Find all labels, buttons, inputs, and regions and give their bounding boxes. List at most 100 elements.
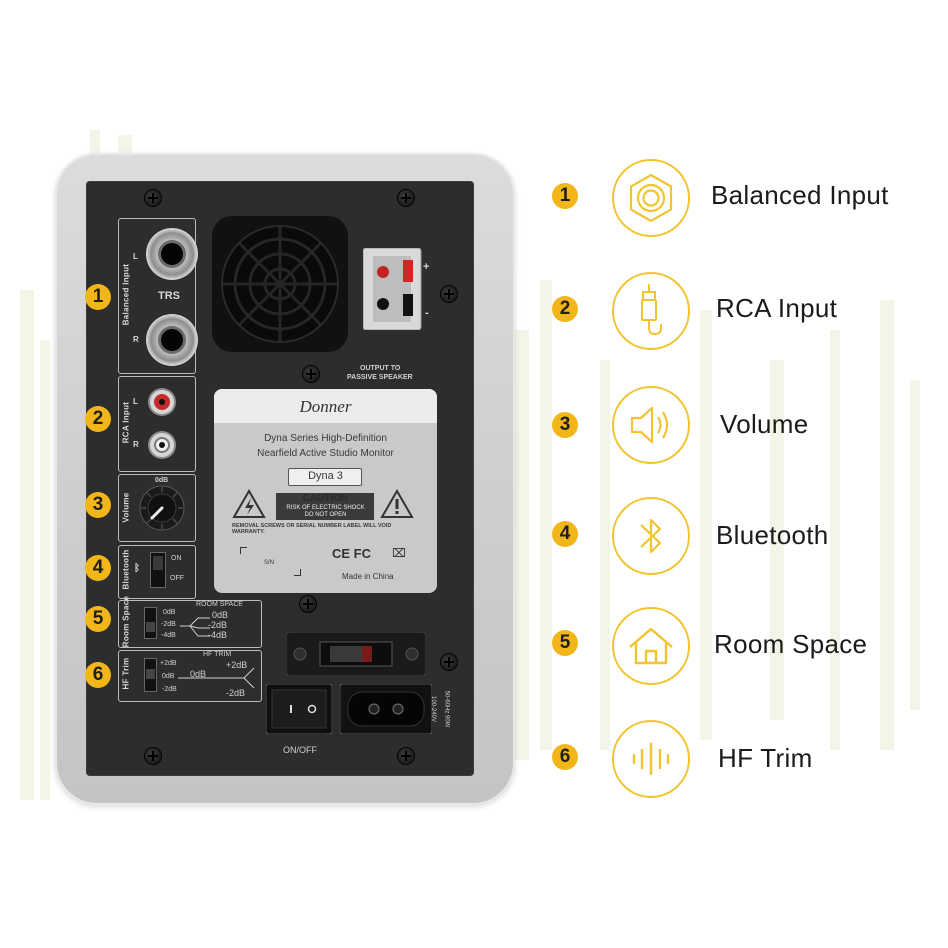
feature-number: 1 [552,183,578,209]
feature-balanced-input: 1 Balanced Input [540,152,940,242]
feature-bluetooth: 4 Bluetooth [540,491,940,581]
feature-rca-input: 2 RCA Input [540,263,940,353]
trs-jack-right[interactable] [148,316,196,364]
bluetooth-icon [612,497,690,575]
waveform-icon [612,720,690,798]
room-pos-1: -2dB [208,620,228,630]
voltage-switch-plate [286,632,426,676]
model-box [288,468,362,486]
room-space-switch[interactable] [144,607,157,639]
sn-box-corner [294,569,301,576]
room-pos-0: 0dB [212,610,229,620]
badge-3: 3 [85,492,111,518]
port-grille [212,216,348,352]
weee-bin-icon: ⌧ [392,546,406,560]
power-switch-label: ON/OFF [283,745,317,755]
bluetooth-section [118,545,196,599]
volume-label: Volume [121,492,131,523]
power-inlet[interactable] [340,684,432,734]
bluetooth-on-label: ON [171,555,182,562]
volume-knob[interactable] [138,484,186,532]
screw [441,654,457,670]
trs-jack-left[interactable] [148,230,196,278]
screw [145,748,161,764]
volume-section [118,474,196,542]
volume-0db-label: 0dB [155,477,169,484]
feature-number: 2 [552,296,578,322]
speaker-output-terminal[interactable] [363,248,423,330]
model-name: Dyna 3 [308,470,343,482]
speaker-volume-icon [612,386,690,464]
bluetooth-switch[interactable] [150,552,166,588]
room-space-label: Room Space [121,595,131,648]
feature-number: 5 [552,630,578,656]
hf-pos-0: +2dB [226,660,248,670]
badge-1: 1 [85,284,111,310]
screw [145,190,161,206]
hf-trim-section [118,650,262,702]
feature-label: Volume [720,409,809,439]
output-minus-label: - [425,307,429,319]
rca-jack-left[interactable] [150,390,174,414]
hf-trim-switch[interactable] [144,658,157,692]
output-label-line1: OUTPUT TO [360,365,401,372]
balanced-input-section [118,218,196,374]
hf-opt-1: 0dB [162,673,175,680]
rca-plug-icon [612,272,690,350]
bluetooth-small-icon: ᛒ [134,563,140,574]
badge-4: 4 [85,555,111,581]
hf-pos-2: -2dB [226,688,246,698]
hf-trim-title: HF TRIM [203,651,232,658]
hf-trim-label: HF Trim [121,657,131,690]
screw [300,596,316,612]
feature-label: Room Space [714,629,868,659]
rca-jack-right[interactable] [150,433,174,457]
removal-warning: REMOVAL SCREWS OR SERIAL NUMBER LABEL WI… [232,523,392,535]
warning-icon-left [232,489,266,518]
feature-label: HF Trim [718,743,813,773]
output-label-line2: PASSIVE SPEAKER [347,374,413,381]
trs-label: TRS [158,290,180,302]
card-line2: Nearfield Active Studio Monitor [257,448,394,459]
made-in-label: Made in China [342,572,394,581]
bluetooth-label: Bluetooth [121,549,131,590]
badge-2: 2 [85,406,111,432]
sn-box-corner [240,547,247,554]
warning-line2: DO NOT OPEN [304,512,347,518]
caution-box [276,493,374,520]
room-opt-0: 0dB [163,609,176,616]
cert-marks: CE FC [332,546,371,561]
rca-input-section [118,376,196,472]
badge-6: 6 [85,662,111,688]
house-icon [612,607,690,685]
feature-room-space: 5 Room Space [540,598,940,688]
output-plus-label: + [423,261,430,273]
rca-right-label: R [133,440,139,449]
room-pos-2: -4dB [208,630,228,640]
room-space-curve [180,617,210,637]
card-line1: Dyna Series High-Definition [264,433,387,444]
feature-label: RCA Input [716,293,838,323]
rca-input-label: RCA Input [121,401,131,444]
screw [398,748,414,764]
bluetooth-off-label: OFF [170,575,184,582]
feature-volume: 3 Volume [540,378,940,468]
hf-opt-0: +2dB [160,660,177,667]
voltage-label-2: 50-60Hz 90W [443,690,450,728]
room-opt-1: -2dB [161,621,176,628]
hf-pos-1: 0dB [190,669,207,679]
balanced-input-label: Balanced Input [121,263,131,326]
caution-text: CAUTION [302,493,349,504]
hex-nut-icon [612,159,690,237]
hf-trim-curve [178,667,255,689]
balanced-right-label: R [133,335,139,344]
power-switch[interactable] [266,684,332,734]
feature-number: 4 [552,521,578,547]
voltage-label-1: 100-240V [430,695,437,723]
warning-icon-right [380,489,414,518]
room-space-title: ROOM SPACE [196,601,243,608]
balanced-left-label: L [133,252,138,261]
product-label-card: Donner Dyna Series High-Definition Nearf… [214,389,437,593]
rca-left-label: L [133,397,138,406]
